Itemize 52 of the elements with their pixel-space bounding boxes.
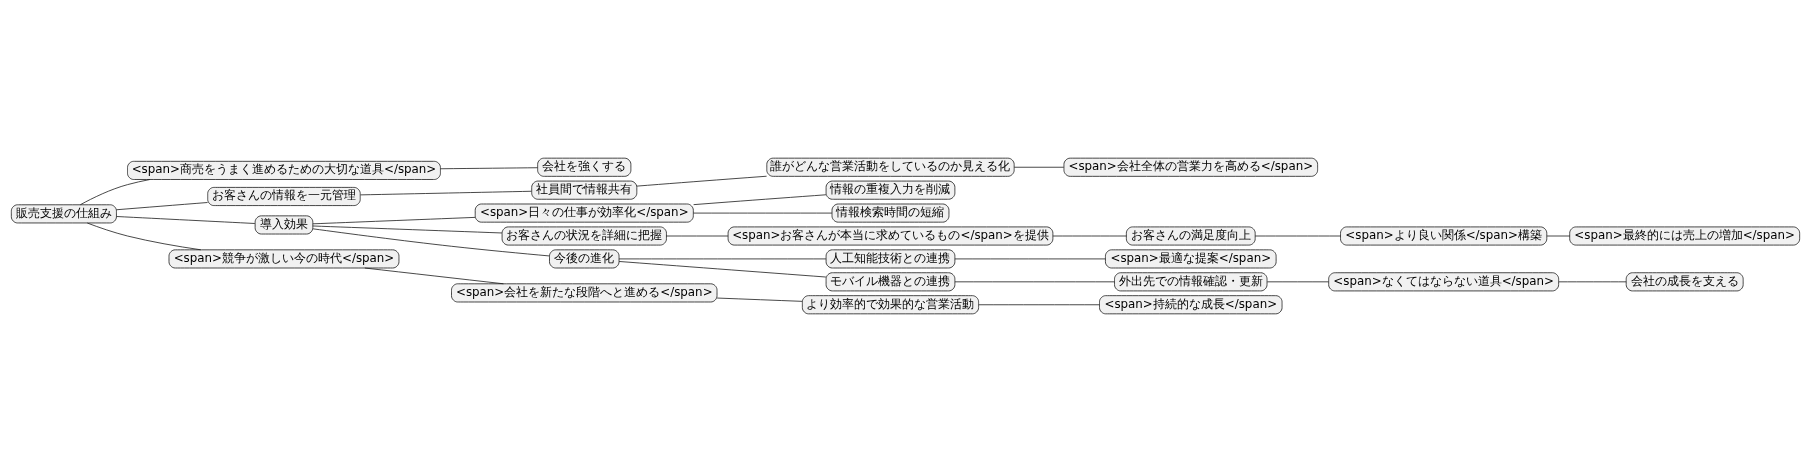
connector xyxy=(716,297,803,302)
connector xyxy=(440,166,538,169)
connector xyxy=(954,280,1115,282)
node-box: 販売支援の仕組み xyxy=(10,203,117,223)
node-box: お客さんの状況を詳細に把握 xyxy=(501,226,667,245)
connector xyxy=(1254,235,1341,236)
connector xyxy=(86,222,202,250)
node-box: より効率的で効果的な営業活動 xyxy=(801,294,979,314)
connector xyxy=(618,260,827,277)
connector xyxy=(364,267,504,284)
connector xyxy=(666,235,729,236)
node-box: <span>会社全体の営業力を高める</span> xyxy=(1063,157,1318,177)
connector xyxy=(954,258,1106,259)
node-box: <span>最終的には売上の増加</span> xyxy=(1569,226,1801,245)
node-box: 会社の成長を支える xyxy=(1625,271,1744,291)
connector xyxy=(360,190,532,195)
node-box: お客さんの情報を一元管理 xyxy=(207,186,361,206)
connector xyxy=(79,178,151,205)
node-box: 情報検索時間の短縮 xyxy=(831,203,950,223)
node-box: 人工知能技術との連携 xyxy=(825,248,956,268)
node-box: <span>持続的な成長</span> xyxy=(1099,294,1283,314)
connector xyxy=(312,216,476,224)
node-box: <span>商売をうまく進めるための大切な道具</span> xyxy=(127,160,441,180)
connector xyxy=(618,258,827,259)
node-box: 今後の進化 xyxy=(549,248,620,268)
node-box: 導入効果 xyxy=(254,214,314,234)
node-box: <span>会社を新たな段階へと進める</span> xyxy=(451,282,718,302)
node-box: 会社を強くする xyxy=(537,157,632,177)
connector xyxy=(116,215,256,224)
connector xyxy=(978,303,1100,305)
node-box: <span>お客さんが本当に求めているもの</span>を提供 xyxy=(727,226,1054,245)
connector xyxy=(1546,235,1571,236)
node-box: <span>最適な提案</span> xyxy=(1105,248,1277,268)
node-box: <span>競争が激しい今の時代</span> xyxy=(168,248,400,268)
connector xyxy=(116,201,208,210)
node-box: <span>日々の仕事が効率化</span> xyxy=(474,203,694,223)
node-box: モバイル機器との連携 xyxy=(825,271,956,291)
node-box: 社員間で情報共有 xyxy=(531,180,638,200)
connector xyxy=(312,225,503,233)
connector xyxy=(312,227,550,256)
node-box: 情報の重複入力を削減 xyxy=(825,180,956,200)
connector xyxy=(693,212,833,213)
node-box: <span>より良い関係</span>構築 xyxy=(1340,226,1548,245)
connector xyxy=(1013,166,1065,168)
connector xyxy=(1558,280,1627,282)
connector xyxy=(693,193,827,205)
node-box: <span>なくてはならない道具</span> xyxy=(1328,271,1560,291)
node-box: 外出先での情報確認・更新 xyxy=(1114,271,1268,291)
node-box: お客さんの満足度向上 xyxy=(1125,226,1256,245)
node-box: 誰がどんな営業活動をしているのか見える化 xyxy=(766,157,1015,177)
connector xyxy=(636,175,767,186)
connector xyxy=(1052,235,1127,236)
